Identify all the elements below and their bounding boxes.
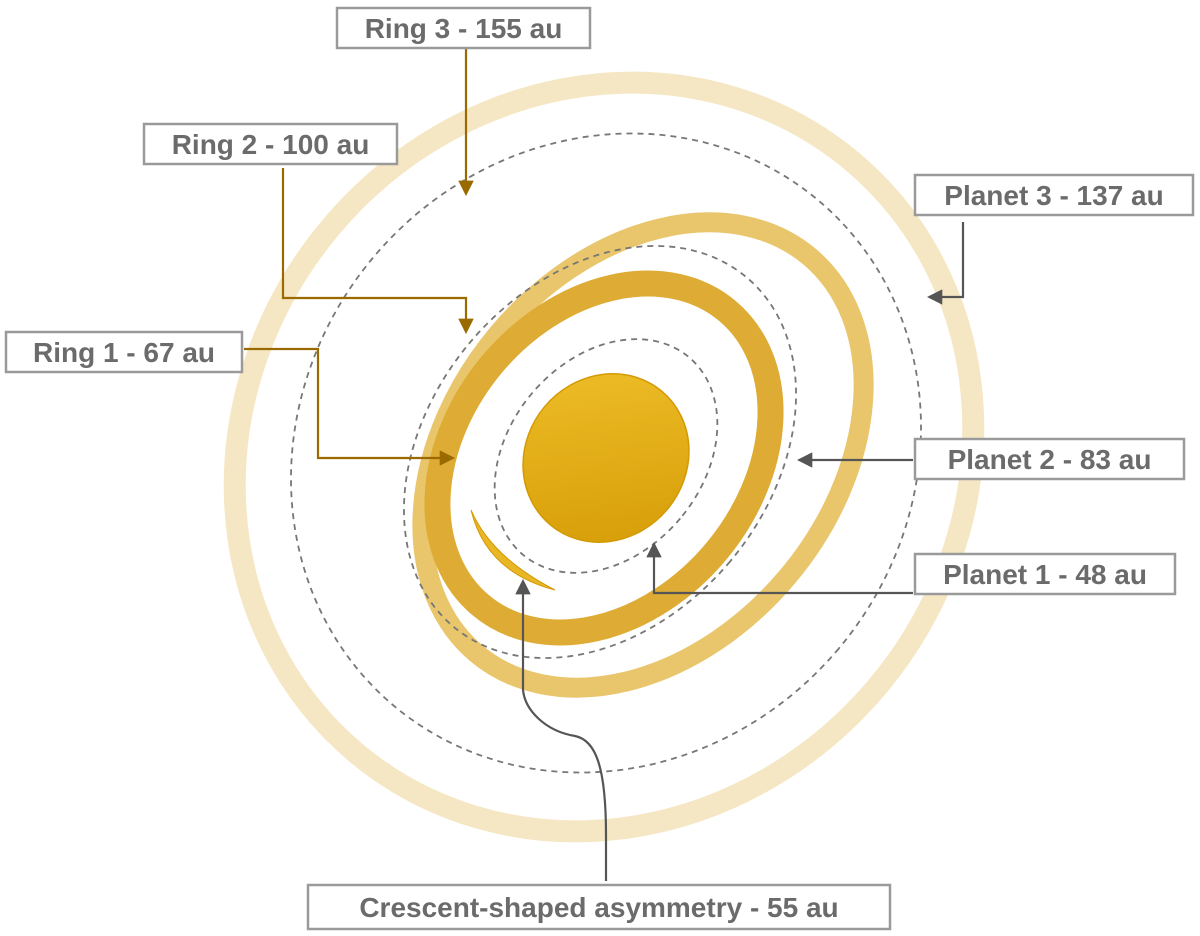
label-planet-3: Planet 3 - 137 au: [913, 173, 1195, 217]
ring-3: [223, 71, 985, 843]
central-core: [522, 373, 690, 543]
ring-2-pointer: [281, 168, 474, 335]
planet-3-orbit: [290, 132, 922, 774]
crescent-pointer: [515, 578, 608, 881]
label-ring-1: Ring 1 - 67 au: [4, 330, 244, 374]
label-box: [335, 6, 592, 50]
planet-2-orbit: [403, 245, 797, 659]
label-text: Planet 2 - 83 au: [948, 444, 1152, 475]
ring-1: [424, 270, 784, 646]
label-ring-3: Ring 3 - 155 au: [335, 6, 592, 50]
label-text: Planet 1 - 48 au: [943, 559, 1147, 590]
ring-2: [412, 212, 874, 698]
label-text: Ring 1 - 67 au: [33, 337, 215, 368]
ring-connectors: [244, 48, 474, 466]
label-box: [306, 883, 892, 931]
disk: [223, 71, 985, 843]
planet-1-pointer: [646, 541, 913, 595]
label-box: [913, 552, 1177, 596]
label-text: Ring 3 - 155 au: [365, 13, 563, 44]
label-text: Crescent-shaped asymmetry - 55 au: [359, 892, 838, 923]
label-ring-2: Ring 2 - 100 au: [142, 122, 399, 166]
planet-connectors: [515, 222, 965, 881]
crescent-asymmetry: [470, 509, 556, 591]
label-crescent-asymmetry: Crescent-shaped asymmetry - 55 au: [306, 883, 892, 931]
label-box: [913, 173, 1195, 217]
labels: Ring 3 - 155 au Ring 2 - 100 au Ring 1 -…: [4, 6, 1195, 931]
label-text: Planet 3 - 137 au: [944, 180, 1163, 211]
label-box: [913, 437, 1186, 481]
label-text: Ring 2 - 100 au: [172, 129, 370, 160]
planet-1-orbit: [493, 338, 719, 574]
label-planet-2: Planet 2 - 83 au: [913, 437, 1186, 481]
ring-1-pointer: [244, 347, 456, 466]
label-box: [4, 330, 244, 374]
label-planet-1: Planet 1 - 48 au: [913, 552, 1177, 596]
label-box: [142, 122, 399, 166]
planet-3-pointer: [926, 222, 965, 305]
